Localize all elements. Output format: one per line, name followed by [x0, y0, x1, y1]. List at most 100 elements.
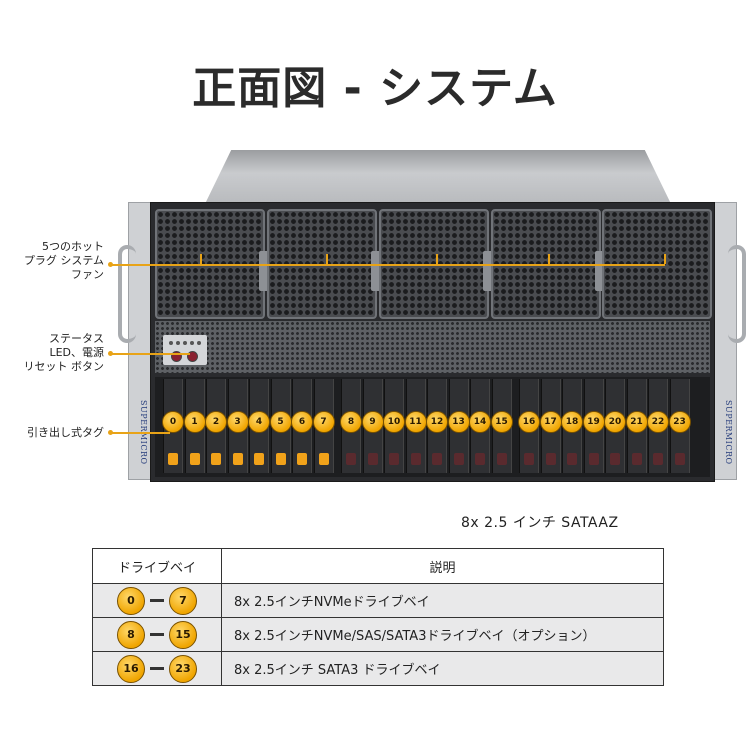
vent-grill: [155, 321, 710, 373]
fan-latch: [371, 251, 381, 291]
bay-number-badge: 8: [340, 411, 362, 433]
bay-number-badge: 0: [162, 411, 184, 433]
drive-led: [610, 453, 620, 465]
page-title: 正面図 - システム: [192, 63, 558, 114]
power-button[interactable]: [171, 351, 182, 362]
drive-led: [475, 453, 485, 465]
bay-number-badge: 23: [668, 411, 691, 433]
brand-logo-right: SUPERMICRO: [724, 400, 733, 465]
table-header-row: ドライブベイ 説明: [92, 548, 664, 584]
drive-led: [275, 453, 286, 465]
bay-description: 8x 2.5インチNVMeドライブベイ: [221, 583, 664, 618]
drive-led: [410, 453, 421, 465]
bay-number-badge: 12: [426, 411, 448, 433]
bay-number-badge: 11: [404, 411, 427, 433]
callout-drop: [200, 254, 202, 264]
status-led: [183, 341, 187, 345]
range-dash: [150, 599, 164, 602]
drive-led: [631, 453, 642, 465]
callout-dot: [108, 262, 113, 267]
bay-number-badge: 1: [183, 411, 206, 433]
fan-latch: [483, 251, 493, 291]
caption: 8x 2.5 インチ SATAAZ: [461, 515, 619, 531]
callout-line-fans: [110, 264, 665, 266]
bay-number-badge: 2: [205, 411, 227, 433]
drive-led: [496, 453, 507, 465]
callout-text: LED、電源: [49, 346, 104, 359]
drive-led: [168, 453, 178, 465]
drive-led: [189, 453, 200, 465]
callout-drop: [548, 254, 550, 264]
bay-number-badge: 10: [383, 411, 405, 433]
bay-number-badge: 20: [604, 411, 626, 433]
callout-text: 引き出し式タグ: [27, 426, 104, 439]
drive-led: [453, 453, 464, 465]
callout-line-tag: [110, 432, 170, 434]
bay-number-badge: 18: [561, 411, 583, 433]
reset-button[interactable]: [187, 351, 198, 362]
fan-latch: [259, 251, 269, 291]
callout-text: ステータス: [49, 332, 104, 345]
bay-number-badge: 21: [625, 411, 648, 433]
bay-badge: 0: [117, 586, 145, 615]
bay-number-badge: 19: [582, 411, 605, 433]
drive-led: [211, 453, 221, 465]
bay-number-badge: 5: [269, 411, 292, 433]
bay-number-badge: 3: [226, 411, 249, 433]
rack-handle-left: [118, 245, 136, 343]
callout-text: プラグ システム: [23, 254, 104, 267]
drive-led: [653, 453, 663, 465]
bay-number-badge: 6: [291, 411, 313, 433]
callout-drop: [664, 254, 666, 264]
bay-number-badge: 22: [647, 411, 669, 433]
control-panel: [163, 335, 207, 365]
callout-drop: [326, 254, 328, 264]
rack-handle-right: [728, 245, 746, 343]
callout-text: リセット ボタン: [23, 360, 105, 373]
callout-tag: 引き出し式タグ: [6, 426, 104, 440]
drive-led: [232, 453, 243, 465]
drive-led: [567, 453, 577, 465]
drive-led: [432, 453, 442, 465]
range-dash: [150, 633, 164, 636]
callout-drop: [436, 254, 438, 264]
drive-led: [545, 453, 556, 465]
drive-led: [318, 453, 329, 465]
bay-badge: 15: [169, 620, 197, 649]
column-header: ドライブベイ: [92, 548, 222, 584]
bay-number-badge: 17: [539, 411, 562, 433]
callout-status: ステータス LED、電源 リセット ボタン: [10, 332, 105, 374]
bay-number-badge: 14: [469, 411, 491, 433]
status-led: [169, 341, 173, 345]
callout-dot: [108, 430, 113, 435]
drive-led: [524, 453, 534, 465]
callout-dot: [108, 351, 113, 356]
bay-number-badge: 16: [518, 411, 540, 433]
bay-description: 8x 2.5インチ SATA3 ドライブベイ: [221, 651, 664, 686]
status-led: [190, 341, 194, 345]
bay-number-badge: 7: [312, 411, 335, 433]
status-led: [197, 341, 201, 345]
bay-number-badge: 4: [248, 411, 270, 433]
callout-text: 5つのホット: [42, 240, 104, 253]
drive-led: [674, 453, 685, 465]
drive-led: [367, 453, 378, 465]
callout-fans: 5つのホット プラグ システム ファン: [22, 240, 104, 282]
drive-led: [297, 453, 307, 465]
bay-description: 8x 2.5インチNVMe/SAS/SATA3ドライブベイ（オプション）: [221, 617, 664, 652]
bay-badge: 16: [117, 654, 145, 683]
server-front-image: SUPERMICRO SUPERMICRO 012345678910111213…: [118, 150, 746, 482]
callout-text: ファン: [71, 268, 104, 281]
drive-led: [588, 453, 599, 465]
bay-badge: 7: [169, 586, 197, 615]
status-led: [176, 341, 180, 345]
drive-led: [389, 453, 399, 465]
drive-led: [254, 453, 264, 465]
